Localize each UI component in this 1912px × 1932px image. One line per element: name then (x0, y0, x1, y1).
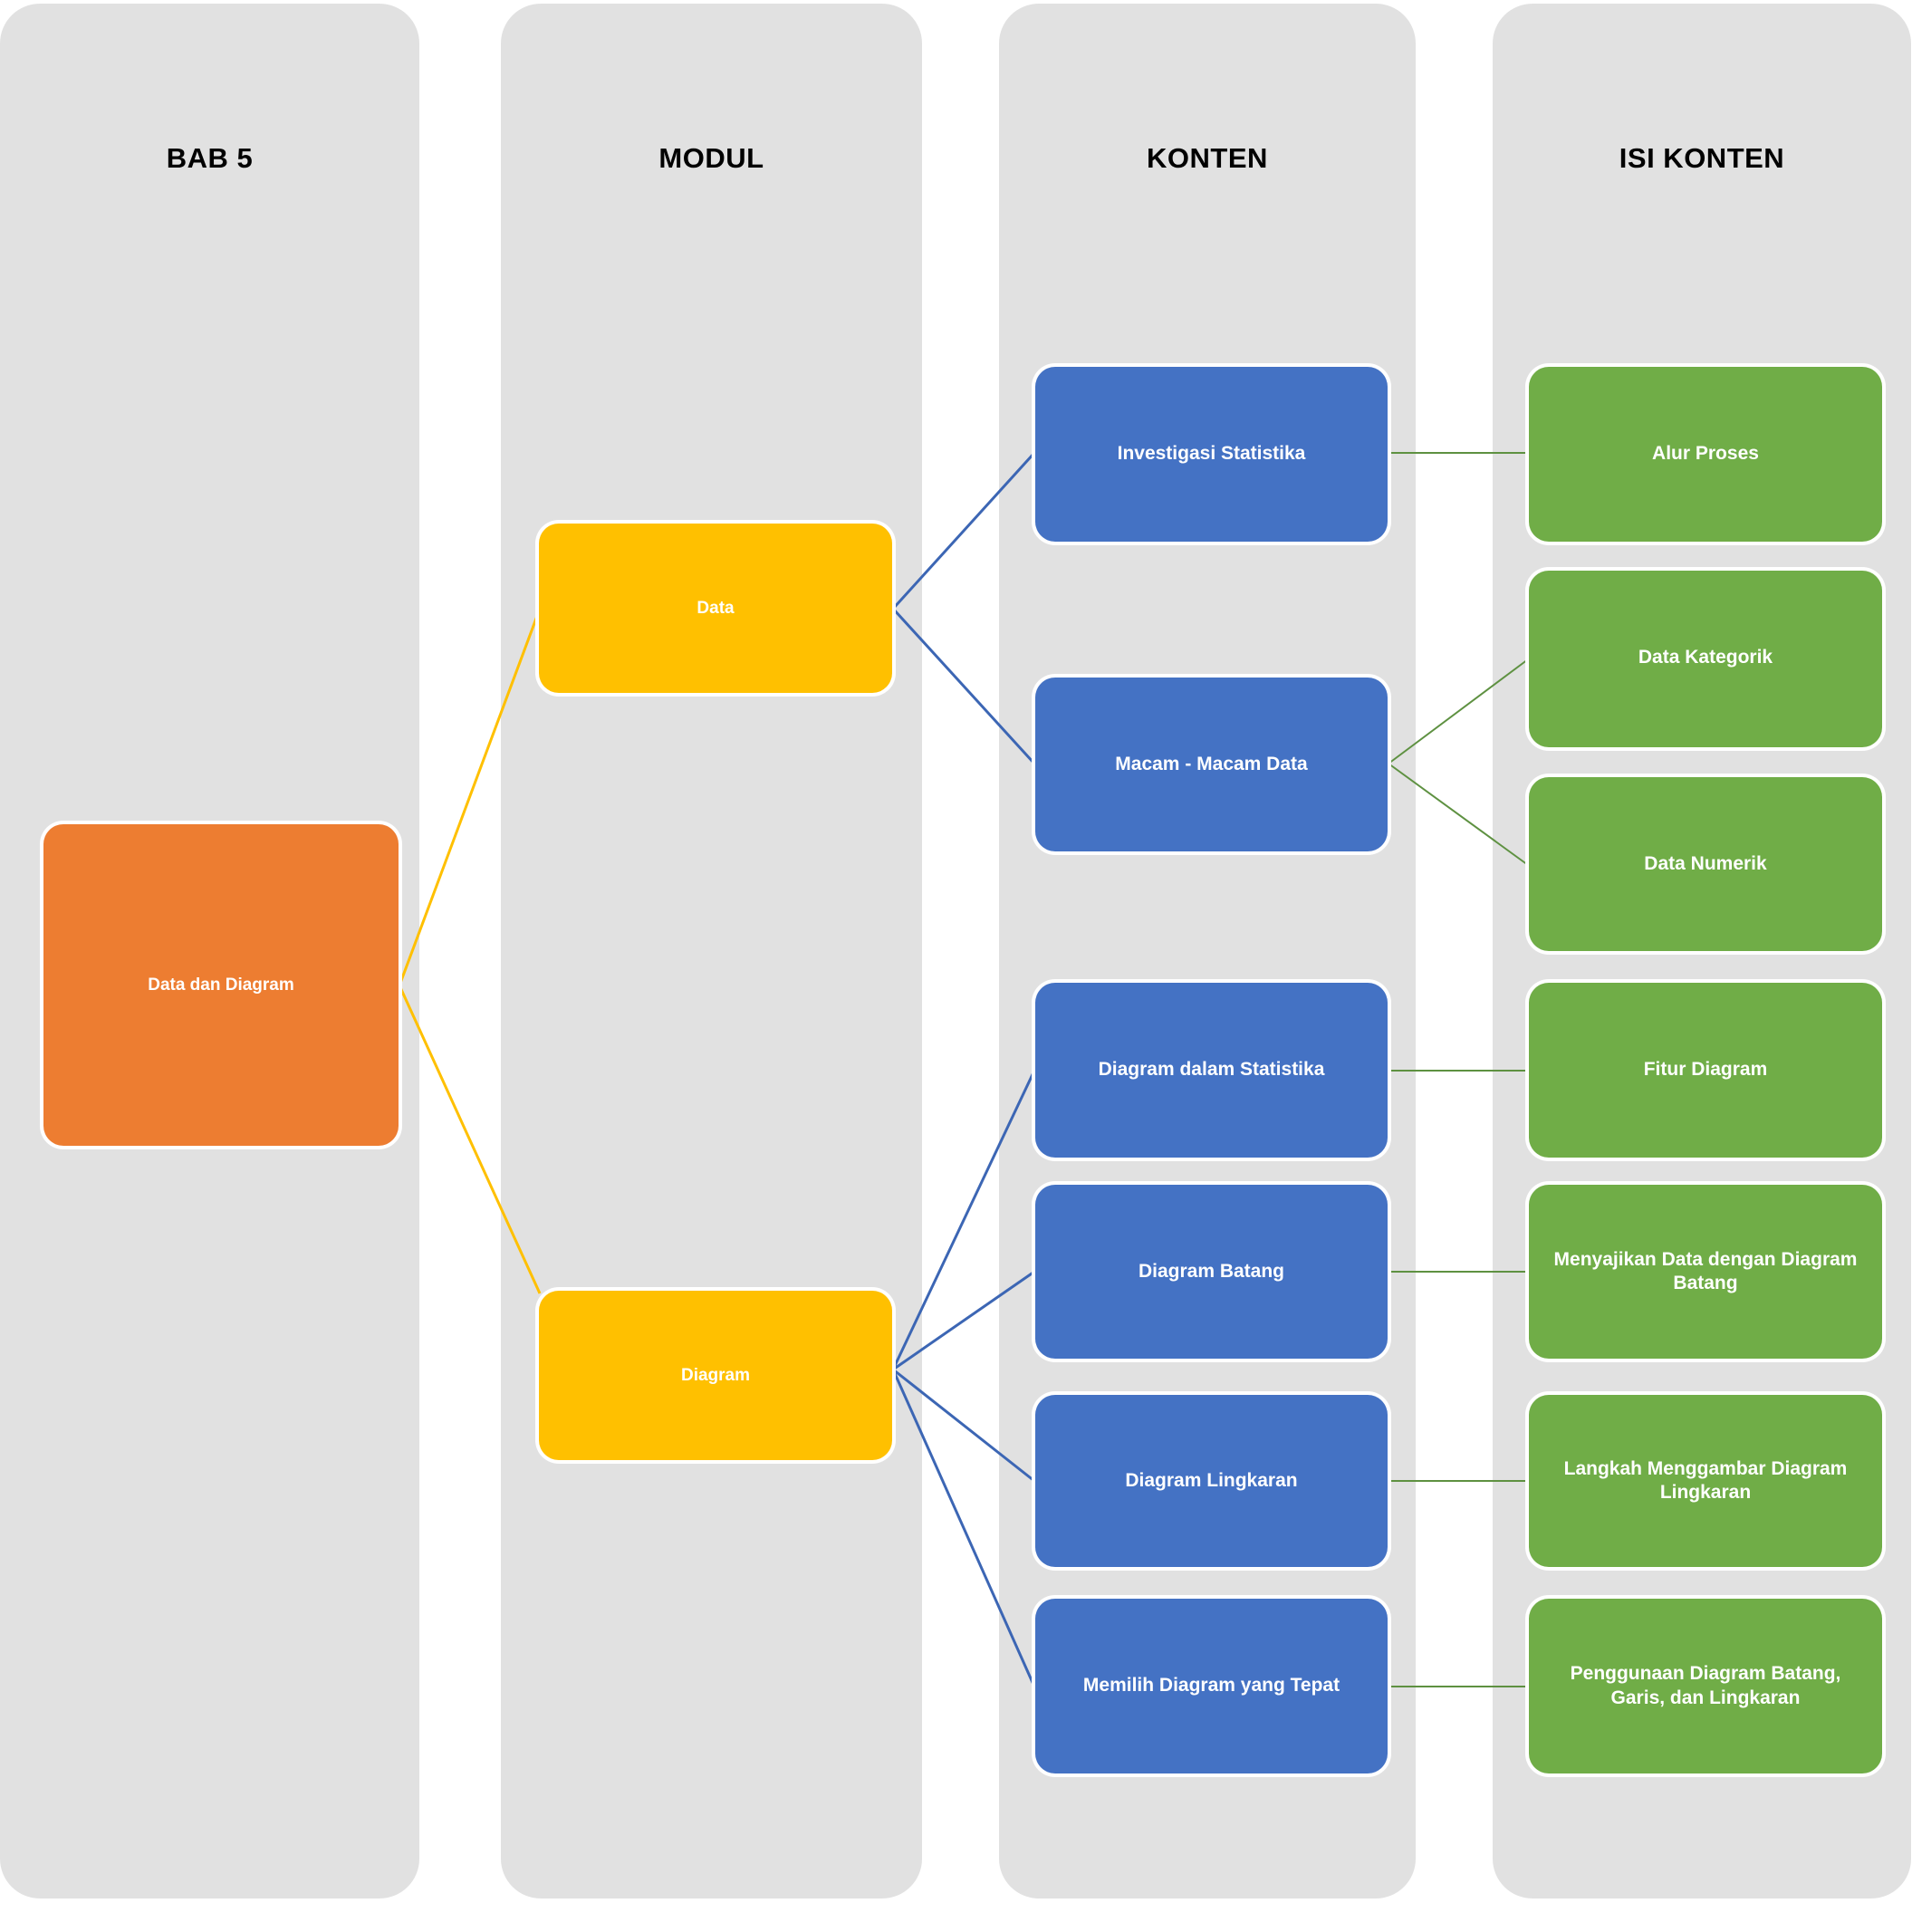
node-content-investigasi-statistika[interactable]: Investigasi Statistika (1035, 367, 1388, 542)
node-subcontent-5-label: Langkah Menggambar Diagram Lingkaran (1563, 1457, 1848, 1503)
node-module-data-label: Data (697, 598, 735, 618)
column-title-modul: MODUL (658, 142, 764, 174)
node-content-2-label: Diagram dalam Statistika (1098, 1059, 1325, 1081)
node-content-macam-macam-data[interactable]: Macam - Macam Data (1035, 678, 1388, 851)
node-module-data[interactable]: Data (539, 524, 892, 693)
node-content-0-label: Investigasi Statistika (1117, 443, 1306, 465)
node-subcontent-data-numerik[interactable]: Data Numerik (1529, 777, 1882, 951)
node-content-5-label: Memilih Diagram yang Tepat (1082, 1675, 1340, 1697)
node-subcontent-0-label: Alur Proses (1652, 443, 1759, 465)
column-panel-modul: MODUL (501, 4, 922, 1898)
node-subcontent-4-label: Menyajikan Data dengan Diagram Batang (1553, 1248, 1858, 1293)
node-module-diagram-label: Diagram (680, 1365, 751, 1385)
node-root-label: Data dan Diagram (148, 975, 294, 995)
node-subcontent-menyajikan-data-dengan-diagram-batang[interactable]: Menyajikan Data dengan Diagram Batang (1529, 1185, 1882, 1359)
node-subcontent-data-kategorik[interactable]: Data Kategorik (1529, 571, 1882, 747)
node-subcontent-langkah-menggambar-diagram-lingkaran[interactable]: Langkah Menggambar Diagram Lingkaran (1529, 1395, 1882, 1567)
column-panel-konten: KONTEN (999, 4, 1416, 1898)
column-panel-isi-konten: ISI KONTEN (1493, 4, 1911, 1898)
node-subcontent-3-label: Fitur Diagram (1643, 1059, 1768, 1081)
node-subcontent-alur-proses[interactable]: Alur Proses (1529, 367, 1882, 542)
node-content-diagram-dalam-statistika[interactable]: Diagram dalam Statistika (1035, 983, 1388, 1158)
node-content-memilih-diagram-yang-tepat[interactable]: Memilih Diagram yang Tepat (1035, 1599, 1388, 1773)
node-content-4-label: Diagram Lingkaran (1125, 1469, 1298, 1491)
column-title-isi-konten: ISI KONTEN (1619, 142, 1785, 174)
node-content-3-label: Diagram Batang (1138, 1260, 1285, 1282)
node-content-diagram-batang[interactable]: Diagram Batang (1035, 1185, 1388, 1359)
node-subcontent-2-label: Data Numerik (1644, 853, 1767, 874)
node-content-1-label: Macam - Macam Data (1115, 753, 1308, 774)
node-subcontent-6-label: Penggunaan Diagram Batang, Garis, dan Li… (1570, 1663, 1841, 1708)
node-subcontent-1-label: Data Kategorik (1638, 647, 1773, 668)
node-subcontent-fitur-diagram[interactable]: Fitur Diagram (1529, 983, 1882, 1158)
node-module-diagram[interactable]: Diagram (539, 1291, 892, 1460)
node-root-data-dan-diagram[interactable]: Data dan Diagram (43, 824, 399, 1146)
column-title-bab: BAB 5 (166, 142, 254, 174)
node-content-diagram-lingkaran[interactable]: Diagram Lingkaran (1035, 1395, 1388, 1567)
column-title-konten: KONTEN (1147, 142, 1268, 174)
node-subcontent-penggunaan-diagram-batang-garis-dan-lingkaran[interactable]: Penggunaan Diagram Batang, Garis, dan Li… (1529, 1599, 1882, 1773)
